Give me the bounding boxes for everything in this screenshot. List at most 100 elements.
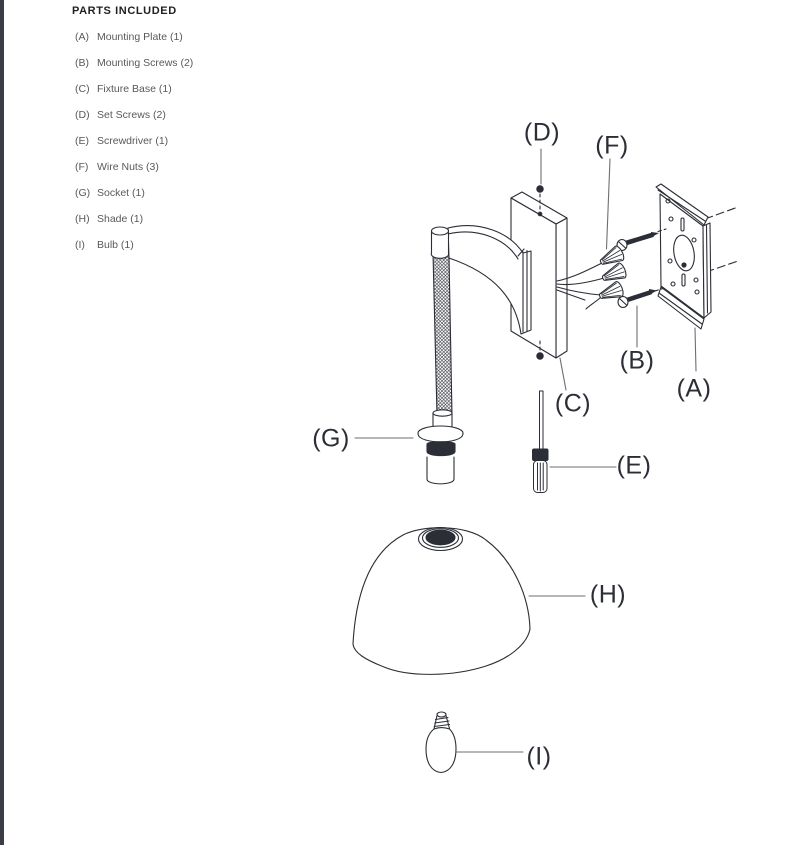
parts-included-title: PARTS INCLUDED bbox=[72, 5, 177, 17]
part-label: Bulb (1) bbox=[97, 239, 134, 251]
screw-slot bbox=[618, 241, 627, 249]
part-label: Set Screws (2) bbox=[97, 109, 166, 121]
part-key: (A) bbox=[75, 31, 89, 43]
axis-dash-line bbox=[705, 260, 739, 273]
mounting-screws-drawing bbox=[616, 228, 667, 309]
part-key: (D) bbox=[75, 109, 90, 121]
page-edge-bar bbox=[0, 0, 4, 845]
bracket-edges bbox=[522, 249, 528, 333]
cord-drawing bbox=[432, 252, 453, 417]
screw-tip bbox=[649, 289, 657, 295]
shade-drawing bbox=[352, 526, 531, 675]
shade-dome bbox=[352, 527, 531, 675]
cap-body bbox=[430, 230, 450, 259]
diagram-label-screwdriver: (E) bbox=[616, 451, 652, 480]
plate-center-hole bbox=[673, 234, 695, 272]
plate-hole bbox=[667, 258, 673, 264]
wire-nut bbox=[599, 281, 624, 299]
part-label: Fixture Base (1) bbox=[97, 83, 172, 95]
braided-cord bbox=[432, 252, 453, 417]
leader-f bbox=[605, 158, 611, 250]
diagram-label-mounting-screws: (B) bbox=[619, 346, 655, 375]
socket-flange-rim bbox=[417, 433, 464, 443]
wire bbox=[556, 286, 602, 296]
plate-hole bbox=[668, 216, 674, 222]
bulb-contact bbox=[436, 711, 447, 718]
leader-a bbox=[694, 327, 697, 372]
list-item: (I) Bulb (1) bbox=[72, 232, 332, 258]
list-item: (B) Mounting Screws (2) bbox=[72, 50, 332, 76]
part-label: Screwdriver (1) bbox=[97, 135, 169, 147]
plate-hole bbox=[693, 277, 699, 283]
wire-nuts-drawing bbox=[599, 245, 627, 299]
screw-axis-dash bbox=[657, 228, 667, 233]
set-screw-dot bbox=[536, 352, 544, 360]
socket-neck-top bbox=[432, 409, 453, 417]
wires-drawing bbox=[556, 262, 605, 310]
leader-lines bbox=[354, 148, 697, 753]
diagram-label-fixture-base: (C) bbox=[554, 389, 592, 418]
parts-included-list: PARTS INCLUDED (A) Mounting Plate (1) (B… bbox=[72, 0, 332, 258]
shade-hole-inner bbox=[425, 529, 456, 546]
screw-tip bbox=[651, 232, 659, 238]
list-item: (G) Socket (1) bbox=[72, 180, 332, 206]
bulb-threads bbox=[433, 716, 451, 728]
part-label: Socket (1) bbox=[97, 187, 145, 199]
part-key: (I) bbox=[75, 239, 85, 251]
part-key: (H) bbox=[75, 213, 90, 225]
wire bbox=[556, 289, 586, 301]
wire bbox=[556, 262, 603, 282]
diagram-label-set-screws: (D) bbox=[523, 118, 561, 147]
axis-dash-line bbox=[704, 206, 739, 220]
wire-nut bbox=[599, 245, 625, 265]
part-label: Mounting Plate (1) bbox=[97, 31, 183, 43]
wire bbox=[585, 297, 601, 310]
plate-hole bbox=[694, 289, 700, 295]
part-label: Mounting Screws (2) bbox=[97, 57, 194, 69]
list-item: (H) Shade (1) bbox=[72, 206, 332, 232]
screwdriver-ferrule bbox=[532, 448, 549, 461]
diagram-label-bulb: (I) bbox=[526, 742, 552, 771]
socket-ring bbox=[426, 441, 456, 457]
bracket-top bbox=[517, 248, 525, 257]
parts-list: (A) Mounting Plate (1) (B) Mounting Scre… bbox=[72, 24, 332, 258]
set-screws-drawing bbox=[536, 185, 544, 360]
arm-cap-drawing bbox=[430, 226, 450, 259]
set-screw-hole bbox=[537, 211, 543, 217]
list-item: (D) Set Screws (2) bbox=[72, 102, 332, 128]
diagram-label-shade: (H) bbox=[589, 580, 627, 609]
screw-slot bbox=[619, 298, 628, 306]
part-key: (E) bbox=[75, 135, 89, 147]
mounting-screw bbox=[616, 232, 659, 252]
set-screw-dot bbox=[536, 185, 544, 193]
mounting-screw bbox=[617, 289, 657, 309]
list-item: (F) Wire Nuts (3) bbox=[72, 154, 332, 180]
fixture-base-drawing bbox=[447, 191, 568, 359]
plate-hole bbox=[691, 237, 697, 243]
arm-outline bbox=[447, 225, 532, 335]
plate-hole bbox=[670, 281, 676, 287]
plate-slot bbox=[681, 273, 686, 287]
diagram-label-mounting-plate: (A) bbox=[676, 374, 712, 403]
part-key: (B) bbox=[75, 57, 89, 69]
mounting-plate-drawing bbox=[655, 183, 739, 330]
socket-body bbox=[426, 456, 455, 485]
list-item: (A) Mounting Plate (1) bbox=[72, 24, 332, 50]
leader-c bbox=[559, 357, 567, 391]
part-key: (G) bbox=[75, 187, 91, 199]
arm-inner-edge bbox=[447, 231, 519, 260]
part-label: Wire Nuts (3) bbox=[97, 161, 159, 173]
cap-top bbox=[430, 226, 450, 236]
screw-shaft bbox=[624, 290, 653, 303]
part-key: (F) bbox=[75, 161, 89, 173]
diagram-label-socket: (G) bbox=[312, 424, 350, 453]
screwdriver-drawing bbox=[532, 390, 549, 493]
plate-screw-dot bbox=[681, 262, 687, 268]
plate-hole bbox=[665, 198, 671, 204]
plate-slot bbox=[680, 217, 685, 232]
part-key: (C) bbox=[75, 83, 90, 95]
wire bbox=[556, 277, 605, 286]
handle-flutes bbox=[537, 462, 544, 492]
socket-drawing bbox=[417, 409, 464, 485]
